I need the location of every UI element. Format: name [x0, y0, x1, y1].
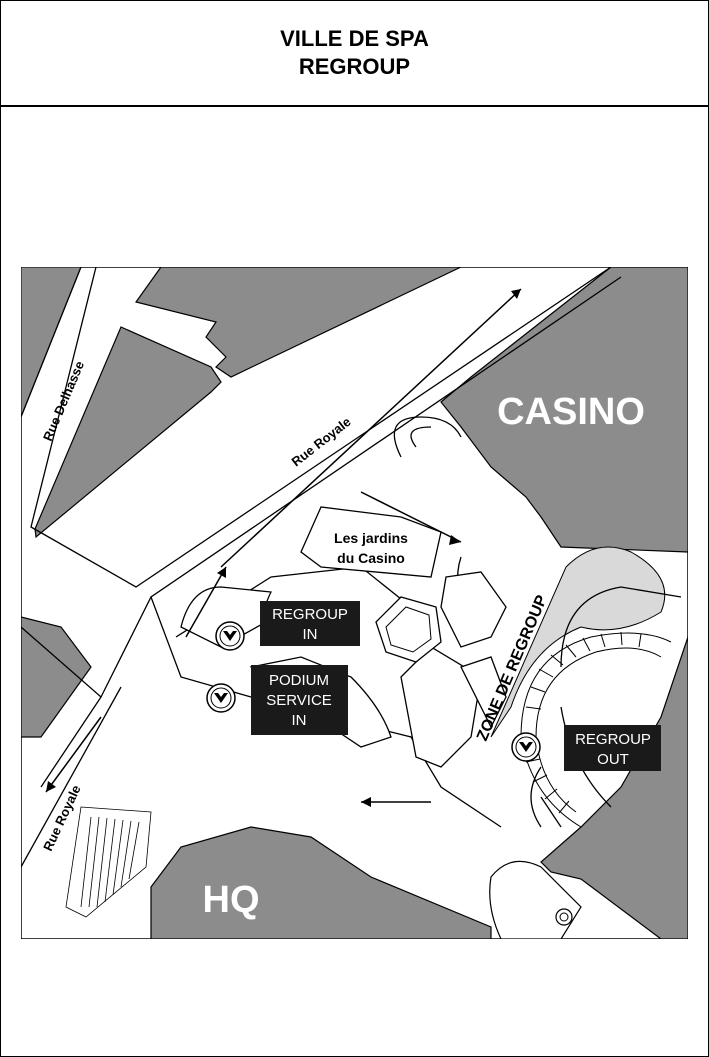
regroup-out-label-line1: REGROUP — [575, 731, 651, 748]
traffic-arrows — [45, 288, 522, 807]
checkpoint-icon — [206, 683, 236, 713]
podium-in-label-line1: PODIUM — [269, 672, 329, 689]
map-header: VILLE DE SPA REGROUP — [1, 1, 708, 107]
building-label-hq: HQ — [203, 879, 260, 921]
arrow-rue-royale-northeast — [220, 288, 522, 568]
regroup-in-label-line1: REGROUP — [272, 606, 348, 623]
podium-in-label-line3: IN — [292, 712, 307, 729]
header-title: VILLE DE SPA — [280, 26, 429, 51]
regroup-out-label-box — [564, 725, 661, 771]
regroup-out-label-line2: OUT — [597, 751, 629, 768]
garden-label-line2: du Casino — [337, 550, 405, 566]
regroup-in-label-line2: IN — [303, 626, 318, 643]
regroup-out-marker[interactable]: REGROUP OUT — [511, 725, 661, 771]
building-bottom-left-edge — [21, 616, 92, 738]
hq-stairs — [65, 806, 152, 918]
arrow-rue-royale-southwest — [45, 716, 102, 793]
garden-bed-east — [460, 656, 507, 729]
regroup-in-label-box — [260, 601, 360, 646]
building-casino — [440, 267, 688, 553]
garden-bed-northeast — [440, 571, 507, 648]
regroup-in-marker[interactable]: REGROUP IN — [215, 601, 360, 651]
building-top-center — [134, 267, 462, 378]
arrow-in-north — [185, 566, 227, 638]
zone-de-regroup-area — [490, 546, 666, 738]
checkpoint-icon — [215, 621, 245, 651]
checkpoint-icon — [511, 732, 541, 762]
fountain — [375, 596, 442, 663]
podium-service-in-marker[interactable]: PODIUM SERVICE IN — [206, 665, 348, 735]
header-subtitle: REGROUP — [298, 54, 411, 79]
map-area: Rue Delhasse Rue Royale Rue Royale CASIN… — [21, 267, 688, 939]
building-label-casino: CASINO — [497, 391, 645, 433]
arrow-garden-southeast — [360, 491, 462, 543]
podium-in-label-line2: SERVICE — [266, 692, 332, 709]
building-hq — [150, 826, 492, 939]
garden-label-line1: Les jardins — [334, 530, 408, 546]
small-rotunda — [489, 860, 582, 939]
podium-in-label-box — [251, 665, 348, 735]
